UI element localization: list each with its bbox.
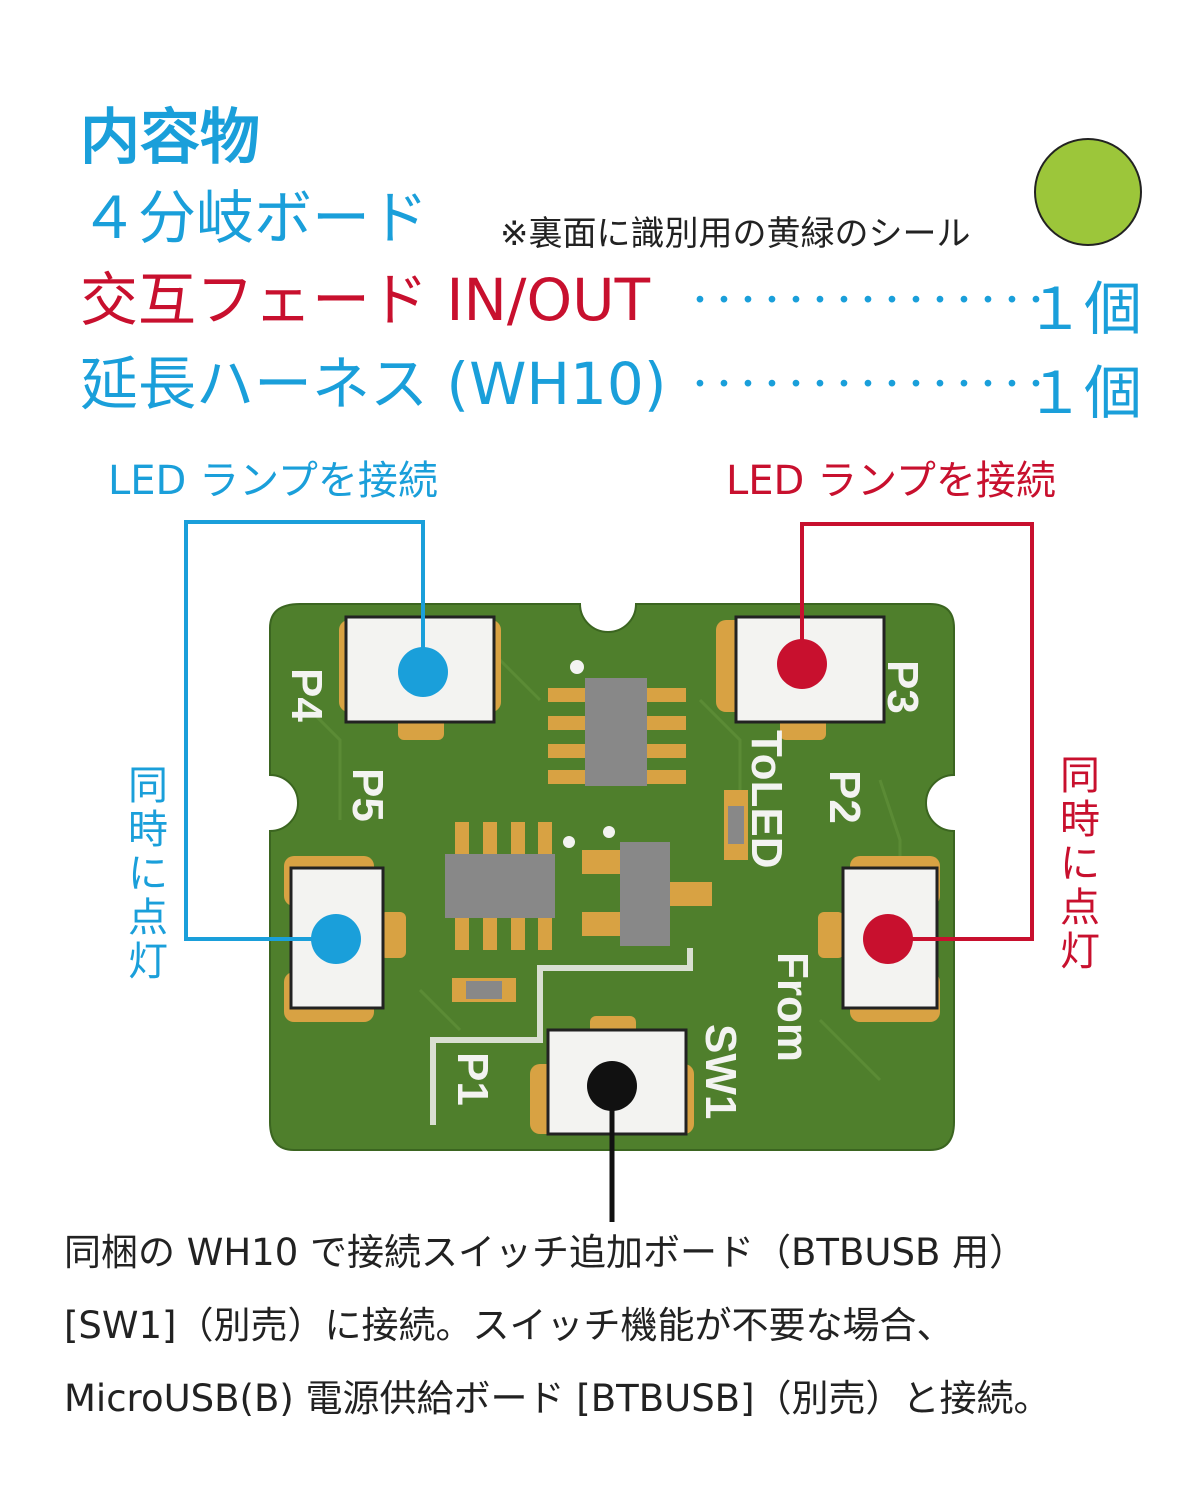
connector-p1 — [530, 1016, 694, 1136]
item-harness: 延長ハーネス (WH10) — [80, 350, 667, 418]
item-fade-board: 交互フェード IN/OUT — [80, 266, 651, 334]
pcb-board — [269, 603, 955, 1151]
dot-p2 — [863, 914, 913, 964]
dot-p5 — [311, 914, 361, 964]
item-branch-board: ４分岐ボード — [80, 184, 429, 252]
cyan-leader-line — [184, 520, 425, 941]
bottom-line-1: 同梱の WH10 で接続スイッチ追加ボード（BTBUSB 用） — [64, 1231, 1027, 1274]
silk-trace — [430, 948, 693, 1125]
ic-mid — [445, 822, 575, 950]
contents-title: 内容物 — [80, 103, 260, 173]
label-led-left: LED ランプを接続 — [108, 458, 438, 504]
silk-sw1: SW1 — [696, 1024, 745, 1119]
silk-p5: P5 — [343, 768, 392, 822]
bottom-line-3: MicroUSB(B) 電源供給ボード [BTBUSB]（別売）と接続。 — [64, 1377, 1051, 1420]
silk-p2: P2 — [820, 770, 869, 824]
resistor-right — [724, 790, 748, 860]
ic-top — [548, 660, 686, 786]
silk-p4: P4 — [282, 668, 331, 722]
label-simultaneous-right: 同時に点灯 — [1060, 753, 1100, 975]
silk-p1: P1 — [448, 1052, 497, 1106]
green-sticker-icon — [1034, 138, 1142, 246]
label-simultaneous-left: 同時に点灯 — [128, 763, 168, 985]
item2-dots: ･･･････････････ — [690, 278, 1050, 324]
label-led-right: LED ランプを接続 — [726, 458, 1056, 504]
item3-qty: １個 — [1026, 359, 1143, 427]
bottom-line-2: [SW1]（別売）に接続。スイッチ機能が不要な場合、 — [64, 1304, 954, 1347]
sticker-note: ※裏面に識別用の黄緑のシール — [500, 214, 971, 254]
dot-p4 — [398, 647, 448, 697]
dot-p1 — [587, 1061, 637, 1111]
silk-from: From — [768, 952, 817, 1062]
connector-p4 — [339, 615, 501, 740]
dot-p3 — [777, 639, 827, 689]
resistor-bottom — [452, 978, 516, 1002]
silk-p3: P3 — [878, 660, 927, 714]
item3-dots: ･･･････････････ — [690, 362, 1050, 408]
silk-toled: ToLED — [742, 730, 791, 869]
item2-qty: １個 — [1026, 275, 1143, 343]
red-leader-line — [800, 522, 1034, 941]
transistor — [582, 826, 712, 946]
